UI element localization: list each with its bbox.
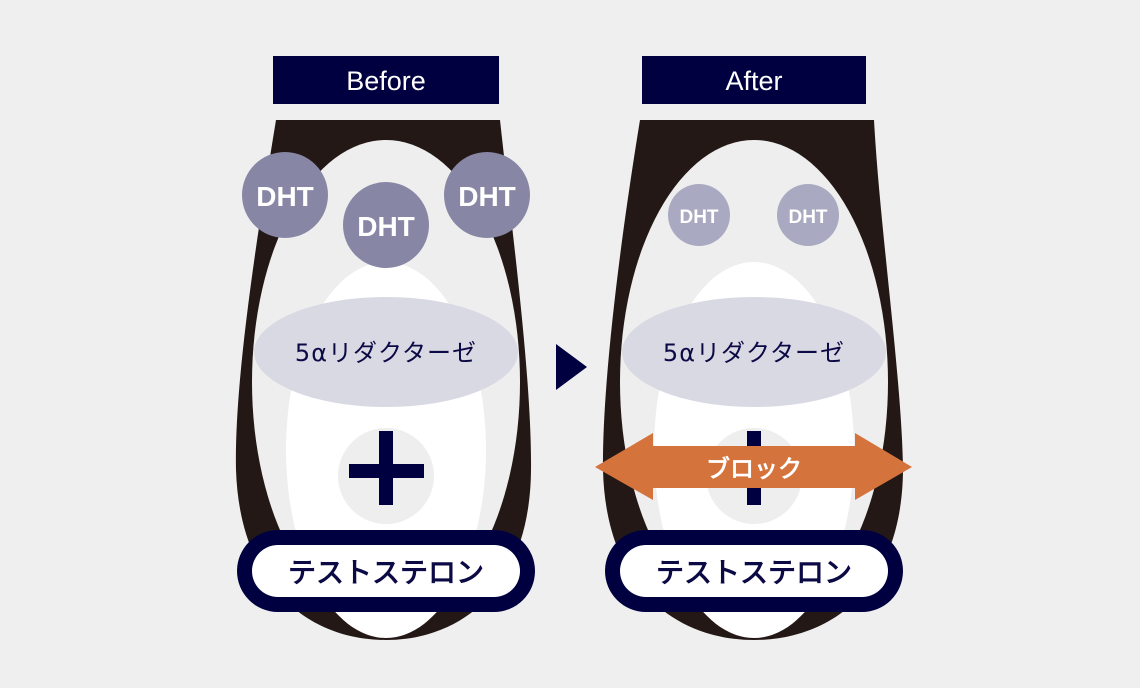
enzyme-label: 5αリダクターゼ bbox=[663, 339, 845, 367]
after-title: After bbox=[725, 66, 782, 96]
before-title-box bbox=[273, 56, 499, 104]
dht-molecule: DHT bbox=[668, 184, 730, 246]
testosterone-pill bbox=[620, 545, 888, 597]
plus-icon bbox=[349, 431, 424, 505]
dht-molecule: DHT bbox=[242, 152, 328, 238]
block-arrow bbox=[595, 433, 912, 500]
dht-molecule: DHT bbox=[777, 184, 839, 246]
before-panel: Before 5αリダクターゼ DHT DHT DHT テストステロン bbox=[235, 56, 535, 640]
testosterone-label: テストステロン bbox=[288, 556, 484, 589]
block-label: ブロック bbox=[706, 455, 802, 483]
dht-label: DHT bbox=[256, 181, 314, 212]
enzyme-ellipse bbox=[622, 297, 886, 407]
after-panel: After 5αリダクターゼ DHT DHT ブロック テストステロン bbox=[595, 56, 912, 640]
enzyme-label: 5αリダクターゼ bbox=[295, 339, 477, 367]
dht-label: DHT bbox=[357, 211, 415, 242]
testosterone-label: テストステロン bbox=[656, 556, 852, 589]
play-arrow-icon bbox=[556, 344, 587, 390]
dht-label: DHT bbox=[458, 181, 516, 212]
dht-label: DHT bbox=[788, 207, 827, 228]
testosterone-pill bbox=[252, 545, 520, 597]
after-title-box bbox=[642, 56, 866, 104]
dht-molecule: DHT bbox=[444, 152, 530, 238]
dht-label: DHT bbox=[679, 207, 718, 228]
dht-molecule: DHT bbox=[343, 182, 429, 268]
enzyme-ellipse bbox=[254, 297, 518, 407]
before-title: Before bbox=[346, 66, 426, 96]
